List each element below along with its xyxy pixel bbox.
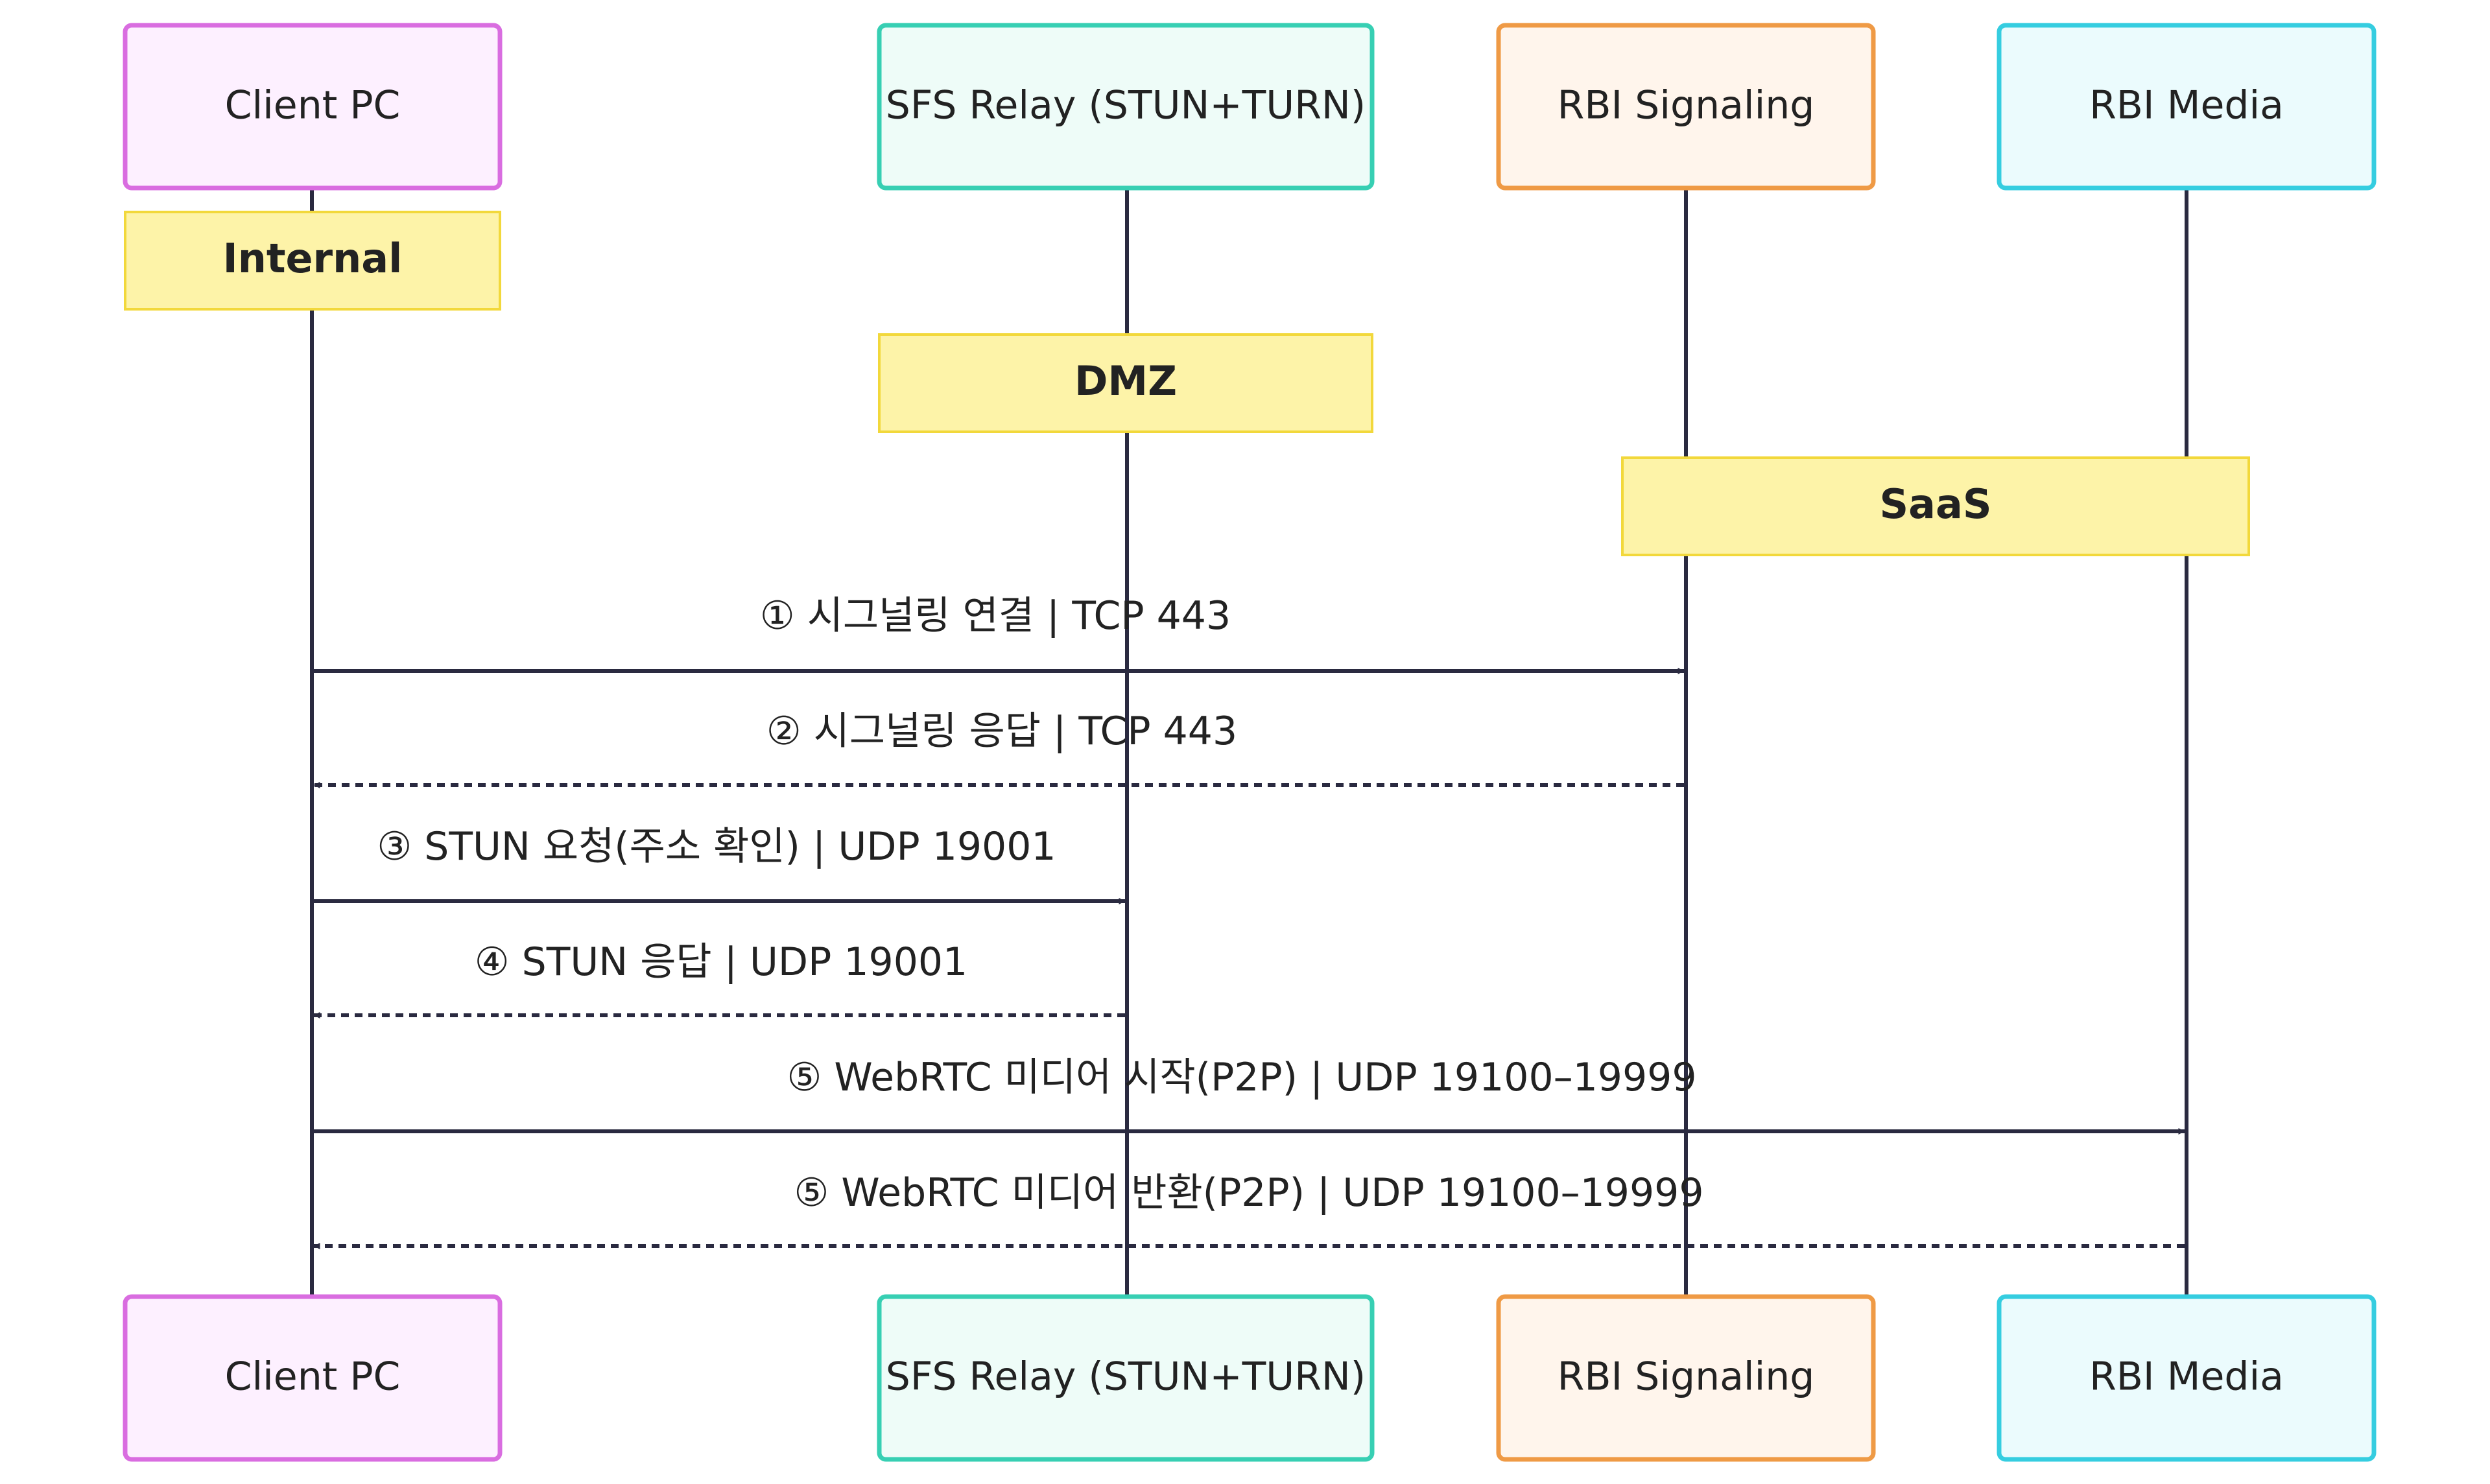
zone-internal-rect bbox=[124, 211, 501, 311]
message: ① 시그널링 연결 | TCP 443 bbox=[314, 593, 1685, 674]
message-4-label: ④ STUN 응답 | UDP 19001 bbox=[475, 939, 967, 985]
actor-label-bottom-rbimedia: RBI Media bbox=[2089, 1354, 2284, 1400]
actor-label-bottom-rbisig: RBI Signaling bbox=[1558, 1354, 1815, 1400]
actor-box-bottom-rbisig: RBI Signaling bbox=[1496, 1294, 1876, 1462]
actor-label-bottom-client: Client PC bbox=[225, 1354, 401, 1400]
actor-box-bottom-rbimedia-rect bbox=[1997, 1294, 2377, 1462]
actor-label-top-rbisig: RBI Signaling bbox=[1558, 83, 1815, 128]
actor-box-bottom-rbisig-rect bbox=[1496, 1294, 1876, 1462]
message: ⑤ WebRTC 미디어 시작(P2P) | UDP 19100–19999 bbox=[314, 1055, 2185, 1135]
actor-label-bottom-sfs: SFS Relay (STUN+TURN) bbox=[886, 1354, 1366, 1400]
actor-box-top-rbimedia-rect bbox=[1997, 23, 2377, 191]
actor-box-bottom-rbimedia: RBI Media bbox=[1997, 1294, 2377, 1462]
zone-dmz-rect bbox=[878, 333, 1373, 433]
actor-box-top-rbisig-rect bbox=[1496, 23, 1876, 191]
actor-box-bottom-sfs-rect bbox=[877, 1294, 1375, 1462]
message: ③ STUN 요청(주소 확인) | UDP 19001 bbox=[314, 824, 1126, 904]
zone-box: DMZ bbox=[878, 333, 1373, 433]
message: ② 시그널링 응답 | TCP 443 bbox=[313, 709, 1684, 788]
actor-box-top-client-rect bbox=[123, 23, 503, 191]
zone-saas-rect bbox=[1621, 456, 2250, 556]
actor-box-top-sfs-rect bbox=[877, 23, 1375, 191]
message-1-label: ① 시그널링 연결 | TCP 443 bbox=[760, 593, 1231, 639]
zone-box: SaaS bbox=[1621, 456, 2250, 556]
message-6-label: ⑤ WebRTC 미디어 반환(P2P) | UDP 19100–19999 bbox=[794, 1170, 1704, 1216]
zone-internal-label: Internal bbox=[223, 235, 403, 282]
actor-box-top-rbisig: RBI Signaling bbox=[1496, 23, 1876, 191]
message-3-label: ③ STUN 요청(주소 확인) | UDP 19001 bbox=[377, 824, 1056, 869]
actor-box-top-sfs: SFS Relay (STUN+TURN) bbox=[877, 23, 1375, 191]
message-5-label: ⑤ WebRTC 미디어 시작(P2P) | UDP 19100–19999 bbox=[787, 1055, 1697, 1100]
message: ④ STUN 응답 | UDP 19001 bbox=[313, 939, 1125, 1019]
zone-box: Internal bbox=[124, 211, 501, 311]
message-2-label: ② 시그널링 응답 | TCP 443 bbox=[766, 709, 1237, 754]
message: ⑤ WebRTC 미디어 반환(P2P) | UDP 19100–19999 bbox=[313, 1170, 2185, 1249]
actor-box-top-client: Client PC bbox=[123, 23, 503, 191]
actor-label-top-client: Client PC bbox=[225, 83, 401, 128]
actor-label-top-rbimedia: RBI Media bbox=[2089, 83, 2284, 128]
actor-label-top-sfs: SFS Relay (STUN+TURN) bbox=[886, 83, 1366, 128]
actor-box-bottom-sfs: SFS Relay (STUN+TURN) bbox=[877, 1294, 1375, 1462]
actor-box-bottom-client-rect bbox=[123, 1294, 503, 1462]
zone-dmz-label: DMZ bbox=[1074, 357, 1177, 405]
zone-saas-label: SaaS bbox=[1880, 480, 1992, 528]
actor-box-bottom-client: Client PC bbox=[123, 1294, 503, 1462]
actor-box-top-rbimedia: RBI Media bbox=[1997, 23, 2377, 191]
